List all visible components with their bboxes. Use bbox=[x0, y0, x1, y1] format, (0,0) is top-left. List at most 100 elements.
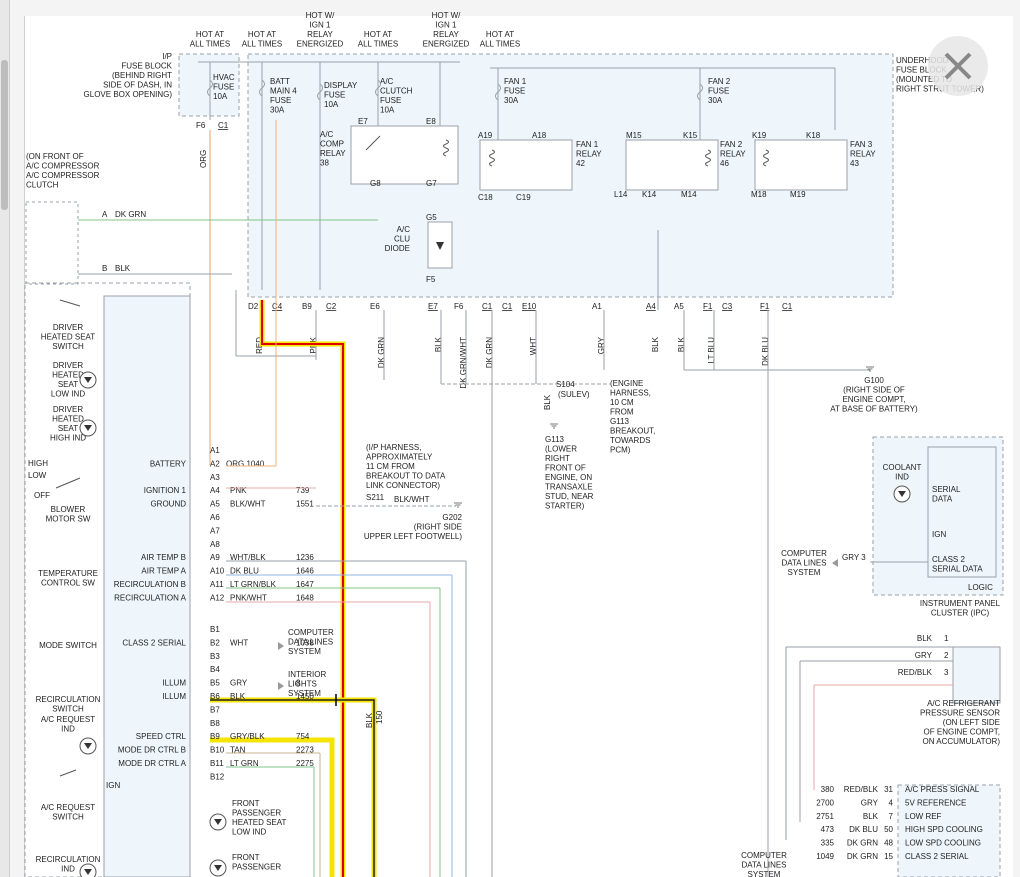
connector-pin: B7 bbox=[210, 705, 220, 714]
signal-name: CLASS 2 SERIAL bbox=[122, 638, 186, 647]
diode-icon bbox=[436, 242, 444, 250]
connector-pin: A6 bbox=[210, 513, 220, 522]
engine-harness-label: BREAKOUT, bbox=[610, 427, 655, 436]
ip-fuse-block-label: GLOVE BOX OPENING) bbox=[84, 90, 173, 99]
display-fuse-label: 10A bbox=[324, 100, 339, 109]
arrow-icon bbox=[278, 642, 284, 650]
ac-comp-relay-label: COMP bbox=[320, 140, 344, 149]
pin-e7: E7 bbox=[358, 117, 368, 126]
pin-k14: K14 bbox=[642, 190, 657, 199]
bottom-wire-label: DK GRN/WHT bbox=[459, 337, 468, 389]
pin-m14: M14 bbox=[681, 190, 697, 199]
class2-label: CLASS 2 bbox=[932, 555, 965, 564]
circuit-number: 2273 bbox=[296, 746, 314, 755]
engine-harness-label: PCM) bbox=[610, 446, 631, 455]
indicator-lamp-icon bbox=[84, 743, 92, 749]
pcm-wire: DK GRN bbox=[847, 839, 878, 848]
ip-harness-label: 11 CM FROM bbox=[366, 462, 415, 471]
pin-k15: K15 bbox=[683, 131, 698, 140]
pcm-circuit: 1049 bbox=[816, 852, 834, 861]
interior-lights-label: LIGHTS bbox=[288, 680, 317, 689]
ac-clutch-fuse-label: 10A bbox=[380, 106, 395, 115]
connector-pin: B1 bbox=[210, 625, 220, 634]
bottom-wire-label: BLK bbox=[434, 336, 443, 352]
pin-c1: C1 bbox=[218, 121, 229, 130]
relay-coil-icon bbox=[763, 149, 769, 167]
batt-fuse-label: FUSE bbox=[270, 96, 291, 105]
diode-label: DIODE bbox=[385, 244, 410, 253]
indicator-lamp-icon bbox=[214, 819, 222, 825]
ac-clutch-fuse-label: CLUTCH bbox=[380, 87, 413, 96]
bottom-pin: C2 bbox=[326, 302, 337, 311]
pcm-circuit: 380 bbox=[821, 785, 835, 794]
hot-label: RELAY bbox=[433, 30, 459, 39]
sensor-wire: BLK bbox=[917, 634, 933, 643]
connector-pin: A3 bbox=[210, 473, 220, 482]
connector-pin: B10 bbox=[210, 746, 225, 755]
close-icon bbox=[944, 52, 972, 80]
pcm-wire: RED/BLK bbox=[844, 785, 879, 794]
engine-harness-label: FROM bbox=[610, 408, 634, 417]
signal-name: RECIRCULATION A bbox=[114, 593, 187, 602]
bottom-pin: A1 bbox=[592, 302, 602, 311]
indicator-lamp-icon bbox=[84, 377, 92, 383]
signal-name: ILLUM bbox=[162, 692, 186, 701]
ip-harness-label: LINK CONNECTOR) bbox=[366, 481, 440, 490]
pin-a19: A19 bbox=[478, 131, 493, 140]
ip-harness-label: (I/P HARNESS, bbox=[366, 443, 421, 452]
bottom-pin: E10 bbox=[522, 302, 537, 311]
pcm-circuit: 335 bbox=[821, 839, 835, 848]
pin-m15: M15 bbox=[626, 131, 642, 140]
fan2-relay-label: 46 bbox=[720, 159, 729, 168]
left-component-label: HEATED SEAT bbox=[41, 333, 95, 342]
scrollbar-thumb[interactable] bbox=[1, 60, 8, 210]
pcm-pin: 7 bbox=[889, 812, 894, 821]
fan2-fuse bbox=[697, 83, 703, 101]
circuit-number: 2275 bbox=[296, 759, 314, 768]
indicator-lamp-icon bbox=[84, 869, 92, 875]
ipc-title: INSTRUMENT PANEL bbox=[920, 599, 1001, 608]
computer-data-lines-label: DATA LINES bbox=[288, 638, 333, 647]
pcm-pin: 50 bbox=[884, 825, 893, 834]
bottom-pin: F6 bbox=[454, 302, 464, 311]
serial-data-label: SERIAL bbox=[932, 485, 961, 494]
bottom-pin: C1 bbox=[482, 302, 493, 311]
hot-label: HOT AT bbox=[248, 30, 276, 39]
fan3-relay-label: FAN 3 bbox=[850, 140, 873, 149]
pcm-signal: A/C PRESS SIGNAL bbox=[905, 785, 980, 794]
ip-fuse-block-label: SIDE OF DASH, IN bbox=[103, 81, 172, 90]
signal-wire: BLK/WHT bbox=[230, 500, 266, 509]
hot-label: HOT W/ bbox=[432, 11, 462, 20]
bottom-pin: A4 bbox=[646, 302, 656, 311]
left-component-label: DRIVER bbox=[53, 405, 83, 414]
pcm-data-lines-label: COMPUTER bbox=[741, 851, 787, 860]
pcm-wire: DK BLU bbox=[849, 825, 878, 834]
left-component-label: IND bbox=[61, 725, 75, 734]
fan1-fuse-label: FUSE bbox=[504, 87, 525, 96]
ip-fuse-block-label: I/P bbox=[162, 52, 172, 61]
blk-150-label: BLK bbox=[365, 712, 374, 728]
pin-l14: L14 bbox=[614, 190, 628, 199]
signal-name: AIR TEMP B bbox=[141, 553, 186, 562]
comp-wire-a: DK GRN bbox=[115, 210, 146, 219]
pin-e8: E8 bbox=[426, 117, 436, 126]
g113-label: ENGINE, ON bbox=[545, 473, 592, 482]
close-button[interactable] bbox=[928, 36, 988, 96]
left-component-label: RECIRCULATION bbox=[36, 695, 101, 704]
left-component-label: SEAT bbox=[58, 380, 78, 389]
connector-pin: A7 bbox=[210, 526, 220, 535]
connector-pin: A5 bbox=[210, 500, 220, 509]
signal-name: RECIRCULATION B bbox=[114, 580, 186, 589]
underhood-label: (MOUNTED TO bbox=[896, 75, 952, 84]
pcm-wire: GRY bbox=[861, 798, 879, 807]
circuit-number: 8 bbox=[296, 679, 301, 688]
signal-name: SPEED CTRL bbox=[136, 732, 187, 741]
circuit-number: 1648 bbox=[296, 593, 314, 602]
connector-pin: A2 bbox=[210, 459, 220, 468]
vertical-scrollbar[interactable] bbox=[0, 0, 10, 877]
compressor-label: A/C COMPRESSOR bbox=[26, 162, 100, 171]
ac-comp-relay bbox=[350, 125, 459, 185]
bottom-pin: C4 bbox=[272, 302, 283, 311]
fan1-fuse-label: 30A bbox=[504, 96, 519, 105]
